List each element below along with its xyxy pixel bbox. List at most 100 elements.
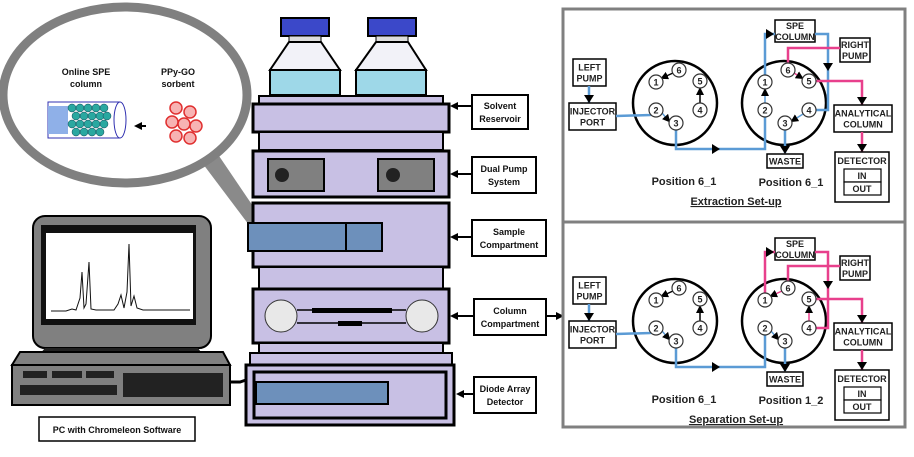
right-valve-position: Position 6_1 (759, 177, 824, 189)
analytical-column-box-text: ANALYTICAL (835, 109, 892, 119)
svg-text:6: 6 (785, 66, 790, 76)
valve-port-6 (671, 62, 687, 78)
monitor-screen (46, 233, 193, 319)
label-sample-compartment (471, 219, 547, 257)
valve-port-5 (801, 73, 817, 89)
spe-column-box-text: COLUMN (775, 32, 815, 42)
left-pump-box-text: LEFT (578, 63, 601, 73)
spe-column-box (774, 237, 816, 261)
injector-port-box-text: PORT (580, 118, 606, 128)
label-column-compartment (473, 298, 547, 336)
svg-text:4: 4 (697, 324, 702, 334)
sorbent-icon (165, 101, 203, 145)
left-pump-box-text: PUMP (576, 74, 602, 84)
right-pump-box (839, 255, 871, 281)
valve-port-3 (668, 115, 684, 131)
label-dual-pump (471, 156, 537, 194)
injector-port-box (568, 102, 617, 131)
svg-text:Compartment: Compartment (480, 240, 539, 250)
detector-out: OUT (853, 184, 873, 194)
solvent-bottle-right (354, 17, 428, 96)
right-pump-box-text: RIGHT (841, 258, 870, 268)
sorbent-label-2: sorbent (161, 79, 194, 89)
module-labels: Solvent Reservoir Dual Pump System Sampl… (450, 94, 564, 414)
injector-port-box-text: PORT (580, 336, 606, 346)
valve-port-4 (692, 320, 708, 336)
svg-text:6: 6 (676, 284, 681, 294)
pc-label: PC with Chromeleon Software (53, 425, 182, 435)
spe-column-box (774, 19, 816, 43)
valve-port-5 (692, 73, 708, 89)
svg-text:Compartment: Compartment (481, 319, 540, 329)
setup-title: Extraction Set-up (690, 196, 781, 208)
valve-port-5 (692, 291, 708, 307)
valve-setups-panel (561, 7, 907, 429)
svg-text:5: 5 (697, 77, 702, 87)
svg-text:Solvent: Solvent (484, 101, 517, 111)
valve-port-6 (780, 280, 796, 296)
solvent-bottle-left (268, 17, 342, 96)
spe-column-box-text: COLUMN (775, 250, 815, 260)
valve-port-3 (777, 115, 793, 131)
injector-port-box-text: INJECTOR (570, 325, 616, 335)
svg-text:4: 4 (806, 324, 811, 334)
right-pump-box-text: PUMP (842, 51, 868, 61)
valve-port-4 (692, 102, 708, 118)
svg-text:5: 5 (697, 295, 702, 305)
svg-text:3: 3 (673, 337, 678, 347)
svg-text:3: 3 (782, 119, 787, 129)
svg-text:5: 5 (806, 77, 811, 87)
extraction-setup: LEFTPUMPINJECTORPORTSPECOLUMNRIGHTPUMPAN… (568, 19, 893, 208)
right-pump-box-text: RIGHT (841, 40, 870, 50)
svg-text:3: 3 (782, 337, 787, 347)
valve-port-3 (668, 333, 684, 349)
hplc-instrument (244, 17, 456, 427)
valve-port-1 (648, 74, 664, 90)
detector-out: OUT (853, 402, 873, 412)
spe-column-label: Online SPE (62, 67, 111, 77)
analytical-column-box (833, 104, 893, 133)
injector-port-box (568, 320, 617, 349)
svg-text:1: 1 (762, 296, 767, 306)
valve-port-2 (757, 320, 773, 336)
svg-text:System: System (488, 177, 520, 187)
left-pump-box (572, 276, 607, 305)
analytical-column-box-text: COLUMN (843, 338, 883, 348)
svg-text:2: 2 (653, 106, 658, 116)
svg-text:Dual Pump: Dual Pump (480, 164, 528, 174)
svg-text:DETECTOR: DETECTOR (837, 156, 887, 166)
spe-column-box-text: SPE (786, 239, 804, 249)
svg-text:1: 1 (762, 78, 767, 88)
solvent-reservoir-module (251, 102, 451, 134)
chromatogram (51, 243, 190, 312)
svg-text:DETECTOR: DETECTOR (837, 374, 887, 384)
svg-text:2: 2 (762, 106, 767, 116)
analytical-column-box (833, 322, 893, 351)
svg-text:6: 6 (676, 66, 681, 76)
svg-text:Column: Column (493, 306, 527, 316)
left-valve-position: Position 6_1 (652, 394, 717, 406)
right-pump-box (839, 37, 871, 63)
svg-text:Sample: Sample (493, 227, 525, 237)
valve-port-4 (801, 320, 817, 336)
pc-cable (230, 378, 247, 384)
valve-port-2 (648, 102, 664, 118)
svg-text:4: 4 (697, 106, 702, 116)
detector-in: IN (858, 171, 867, 181)
waste-box-text: WASTE (769, 375, 801, 385)
valve-port-4 (801, 102, 817, 118)
svg-text:3: 3 (673, 119, 678, 129)
svg-text:4: 4 (806, 106, 811, 116)
pc-computer: PC with Chromeleon Software (10, 215, 247, 442)
svg-text:1: 1 (653, 78, 658, 88)
waste-box (766, 371, 804, 387)
magnifier-circle (0, 2, 252, 188)
setup-title: Separation Set-up (689, 414, 783, 426)
spe-column-icon (47, 101, 127, 139)
valve-port-1 (757, 74, 773, 90)
valve-port-1 (648, 292, 664, 308)
svg-text:Reservoir: Reservoir (479, 114, 521, 124)
pc-label-box (38, 416, 196, 442)
waste-box-text: WASTE (769, 157, 801, 167)
analytical-column-box-text: ANALYTICAL (835, 327, 892, 337)
